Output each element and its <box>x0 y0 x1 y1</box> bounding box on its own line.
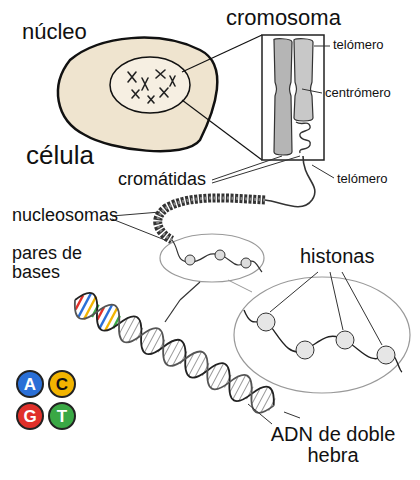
base-circle: C <box>48 370 76 398</box>
base-circle: T <box>48 402 76 430</box>
base-circle: G <box>16 402 44 430</box>
part-label: célula <box>26 142 94 169</box>
part-label: histonas <box>300 246 375 267</box>
base-letter: G <box>23 408 36 425</box>
base-letter: C <box>56 376 68 393</box>
part-label: centrómero <box>325 86 391 100</box>
base-letter: T <box>57 408 67 425</box>
part-label: nucleosomas <box>12 206 118 225</box>
part-label: pares de bases <box>12 244 107 282</box>
part-label: telómero <box>333 38 384 52</box>
part-label: telómero <box>337 172 388 186</box>
part-label: cromátidas <box>118 170 206 189</box>
base-circle: A <box>16 370 44 398</box>
part-label: núcleo <box>22 20 87 43</box>
part-label: ADN de doble hebra <box>268 424 398 466</box>
part-label: cromosoma <box>226 6 341 29</box>
base-letter: A <box>24 376 36 393</box>
